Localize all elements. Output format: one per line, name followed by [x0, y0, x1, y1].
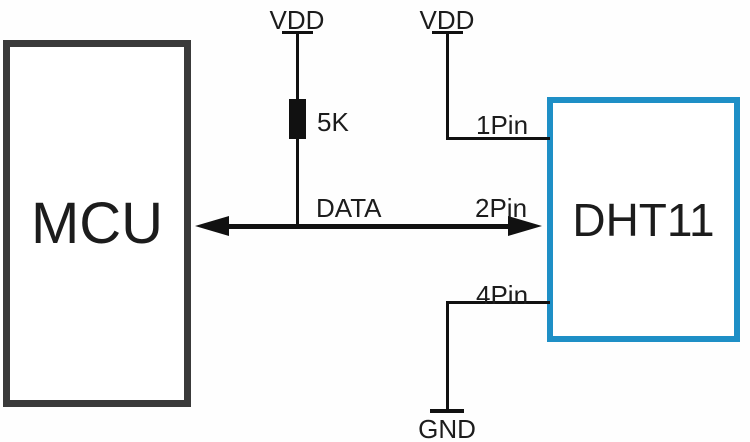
dht11-block: DHT11 [547, 97, 740, 342]
pin4-to-gnd-wire-vertical [446, 301, 449, 412]
resistor-value-label: 5K [317, 107, 349, 137]
vdd-left-label: VDD [269, 5, 325, 35]
vdd-right-label: VDD [419, 5, 475, 35]
mcu-label: MCU [30, 191, 164, 256]
vdd-to-resistor-wire [296, 33, 299, 99]
data-bus-label: DATA [316, 193, 382, 223]
arrowhead-right-icon [508, 216, 542, 236]
resistor-icon [289, 99, 306, 139]
vdd-to-pin1-wire-horizontal [446, 137, 550, 140]
pin4-to-gnd-wire-horizontal [446, 301, 550, 304]
dht11-label: DHT11 [572, 193, 715, 246]
pin4-label: 4Pin [476, 280, 529, 310]
gnd-label: GND [418, 414, 476, 442]
mcu-block: MCU [3, 40, 191, 407]
gnd-rail-tick [430, 409, 464, 413]
pin1-label: 1Pin [476, 110, 529, 140]
vdd-to-pin1-wire-vertical [446, 33, 449, 140]
resistor-to-data-wire [296, 139, 299, 226]
arrowhead-left-icon [195, 216, 229, 236]
data-bus-line [216, 224, 522, 229]
vdd-right-rail-tick [432, 31, 463, 34]
vdd-left-rail-tick [282, 31, 313, 34]
pin2-label: 2Pin [475, 193, 528, 223]
